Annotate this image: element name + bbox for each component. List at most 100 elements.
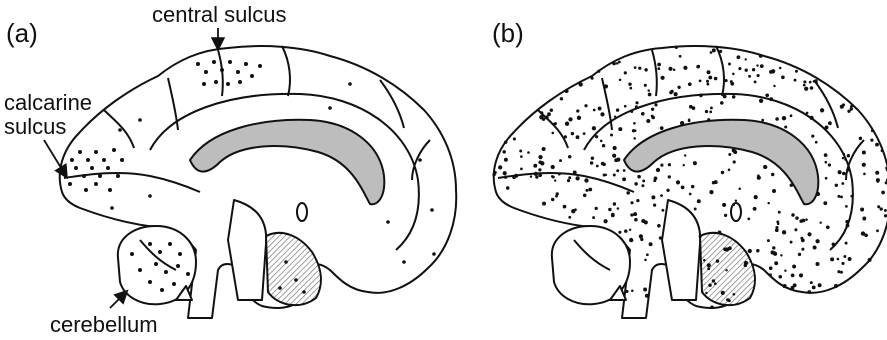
stipple-dot [654,103,657,106]
stipple-dot [732,203,735,206]
stipple-dot [784,125,787,128]
stipple-dot [657,67,660,70]
stipple-dot [795,216,798,219]
stipple-dot [825,177,828,180]
stipple-dot [799,273,803,277]
stipple-dot [763,165,767,169]
stipple-dot [691,185,694,188]
cerebellum-arrow [110,292,126,308]
stipple-dot [809,81,812,84]
stipple-dot [803,80,806,83]
stipple-dot [845,205,848,208]
stipple-dot [568,117,572,121]
stipple-dot [778,211,781,214]
stipple-dot [612,62,616,66]
stipple-dot [843,255,846,258]
stipple-dot [688,119,691,122]
stipple-dot [596,165,599,168]
stipple-dot [601,162,605,166]
stipple-dot [877,205,880,208]
brain-a-hemisphere [60,46,457,318]
stipple-dot [600,140,603,143]
stipple-dot [876,178,880,182]
stipple-dot [772,246,775,249]
stipple-dot [812,285,816,289]
stipple-dot [618,231,621,234]
stipple-dot [745,58,747,60]
stipple-dot [840,195,843,198]
stipple-dot [846,224,850,228]
stipple-dot [792,265,796,269]
stipple-dot [592,126,596,130]
stipple-dot [676,180,680,184]
stipple-dot [771,173,774,176]
stipple-dot [579,82,583,86]
stipple-dot [775,226,778,229]
stipple-dot [538,160,541,163]
stipple-dot [714,77,718,81]
stipple-dot [779,67,782,70]
stipple-dot [612,146,616,150]
stipple-dot [656,168,660,172]
stipple-dot [816,262,820,266]
stipple-dot [502,150,505,153]
stipple-dot [668,163,671,166]
stipple-dot [790,183,793,186]
stipple-dot [732,73,735,76]
stipple-dot [568,216,571,219]
stipple-dot [845,242,848,245]
stipple-dot [707,118,710,121]
stipple-dot [616,108,619,111]
stipple-dot [804,87,808,91]
stipple-dot [643,288,647,292]
stipple-dot [791,274,795,278]
stipple-dot [649,242,653,246]
stipple-dot [668,67,672,71]
stipple-dot [554,122,557,125]
stipple-dot [862,163,866,167]
stipple-dot [807,232,811,236]
stipple-dot [568,155,572,159]
stipple-dot [798,253,801,256]
stipple-dot [720,101,724,105]
stipple-dot [805,218,808,221]
stipple-dot [653,203,656,206]
stipple-dot [673,69,676,72]
stipple-dot [558,173,561,176]
stipple-dot [644,84,647,87]
stipple-dot [705,292,707,294]
stipple-dot [748,249,752,253]
stipple-dot [712,181,715,184]
stipple-dot [754,80,757,83]
stipple-dot [834,284,838,288]
stipple-dot [744,261,748,265]
stipple-dot [875,143,879,147]
stipple-dot [709,190,713,194]
stipple-dot [728,63,731,66]
stipple-dot [639,234,643,238]
stipple-dot [644,68,647,71]
stipple-dot [875,171,879,175]
stipple-dot [542,202,546,206]
stipple-dot [573,171,577,175]
stipple-dot [592,216,595,219]
stipple-dot [593,109,596,112]
stipple-dot [705,110,708,113]
stipple-dot [730,80,733,83]
stipple-dot [568,176,571,179]
stipple-dot [825,126,829,130]
stipple-dot [634,182,638,186]
stipple-dot [547,112,551,116]
stipple-dot [644,220,648,224]
stipple-dot [654,176,658,180]
stipple-dot [689,105,693,109]
stipple-dot [542,147,546,151]
stipple-dot [830,257,834,261]
stipple-dot [779,275,783,279]
stipple-dot [756,64,758,66]
stipple-dot [780,254,782,256]
stipple-dot [723,247,727,251]
stipple-dot [861,231,865,235]
stipple-dot [719,50,722,53]
